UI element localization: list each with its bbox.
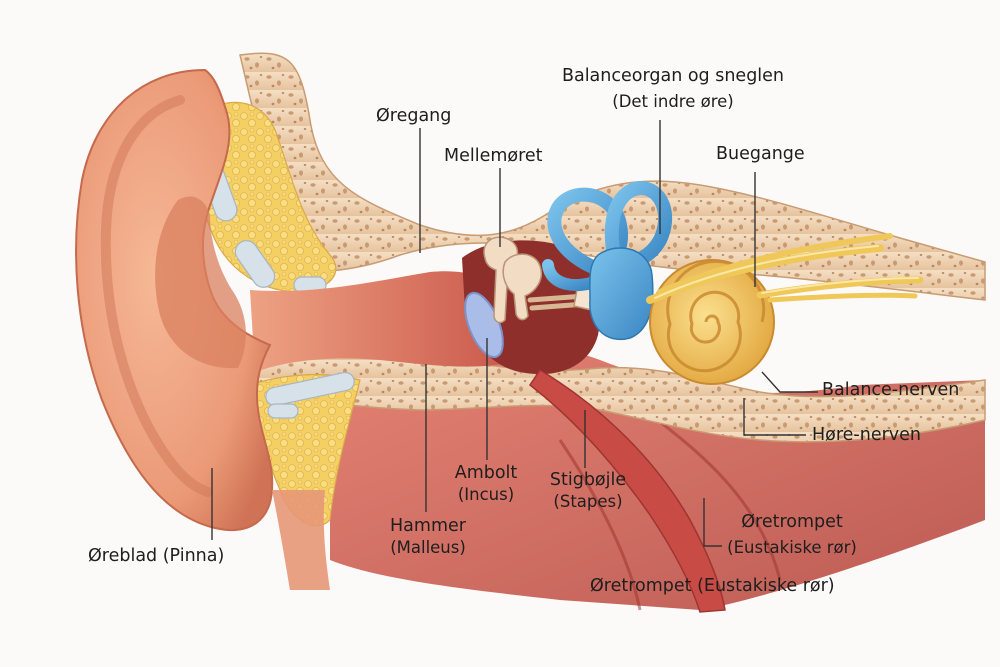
label-ambolt-latin: (Incus) <box>457 485 515 504</box>
label-hore-nerven: Høre-nerven <box>812 425 922 445</box>
neck-skin <box>272 490 330 590</box>
label-hammer: Hammer (Malleus) <box>390 516 466 558</box>
label-oretrompet-latin: (Eustakiske rør) <box>727 538 857 557</box>
nerve-bundle <box>646 233 924 304</box>
label-ambolt-main: Ambolt <box>454 463 518 483</box>
label-oretrompet: Øretrompet (Eustakiske rør) <box>727 512 857 558</box>
label-balanceorgan: Balanceorgan og sneglen (Det indre øre) <box>562 66 784 112</box>
label-oregang: Øregang <box>376 106 452 126</box>
label-oreblad: Øreblad (Pinna) <box>88 546 225 566</box>
label-indre-ore: (Det indre øre) <box>612 92 734 111</box>
label-balanceorgan-main: Balanceorgan og sneglen <box>561 66 785 86</box>
eustachian-tube <box>528 368 726 613</box>
label-stigbojle: Stigbøjle (Stapes) <box>550 470 626 512</box>
label-hammer-main: Hammer <box>390 516 466 536</box>
label-oretrompet-full: Øretrompet (Eustakiske rør) <box>590 576 835 596</box>
label-mellemoret: Mellemøret <box>444 146 543 166</box>
ear-canal <box>250 271 520 372</box>
vestibule <box>589 247 654 341</box>
label-stigbojle-main: Stigbøjle <box>549 470 627 490</box>
label-ambolt: Ambolt (Incus) <box>455 463 518 505</box>
incus-bone <box>502 253 542 321</box>
label-buegange: Buegange <box>716 144 805 164</box>
pinna-concha <box>155 196 246 369</box>
label-hammer-latin: (Malleus) <box>390 538 466 557</box>
label-balance-nerven: Balance-nerven <box>822 380 960 400</box>
nerve-highlights <box>654 245 919 299</box>
label-stigbojle-latin: (Stapes) <box>553 492 623 511</box>
leader-lines <box>211 120 818 547</box>
label-oretrompet-main: Øretrompet <box>741 512 843 532</box>
pinna-helix-fold <box>100 95 213 497</box>
